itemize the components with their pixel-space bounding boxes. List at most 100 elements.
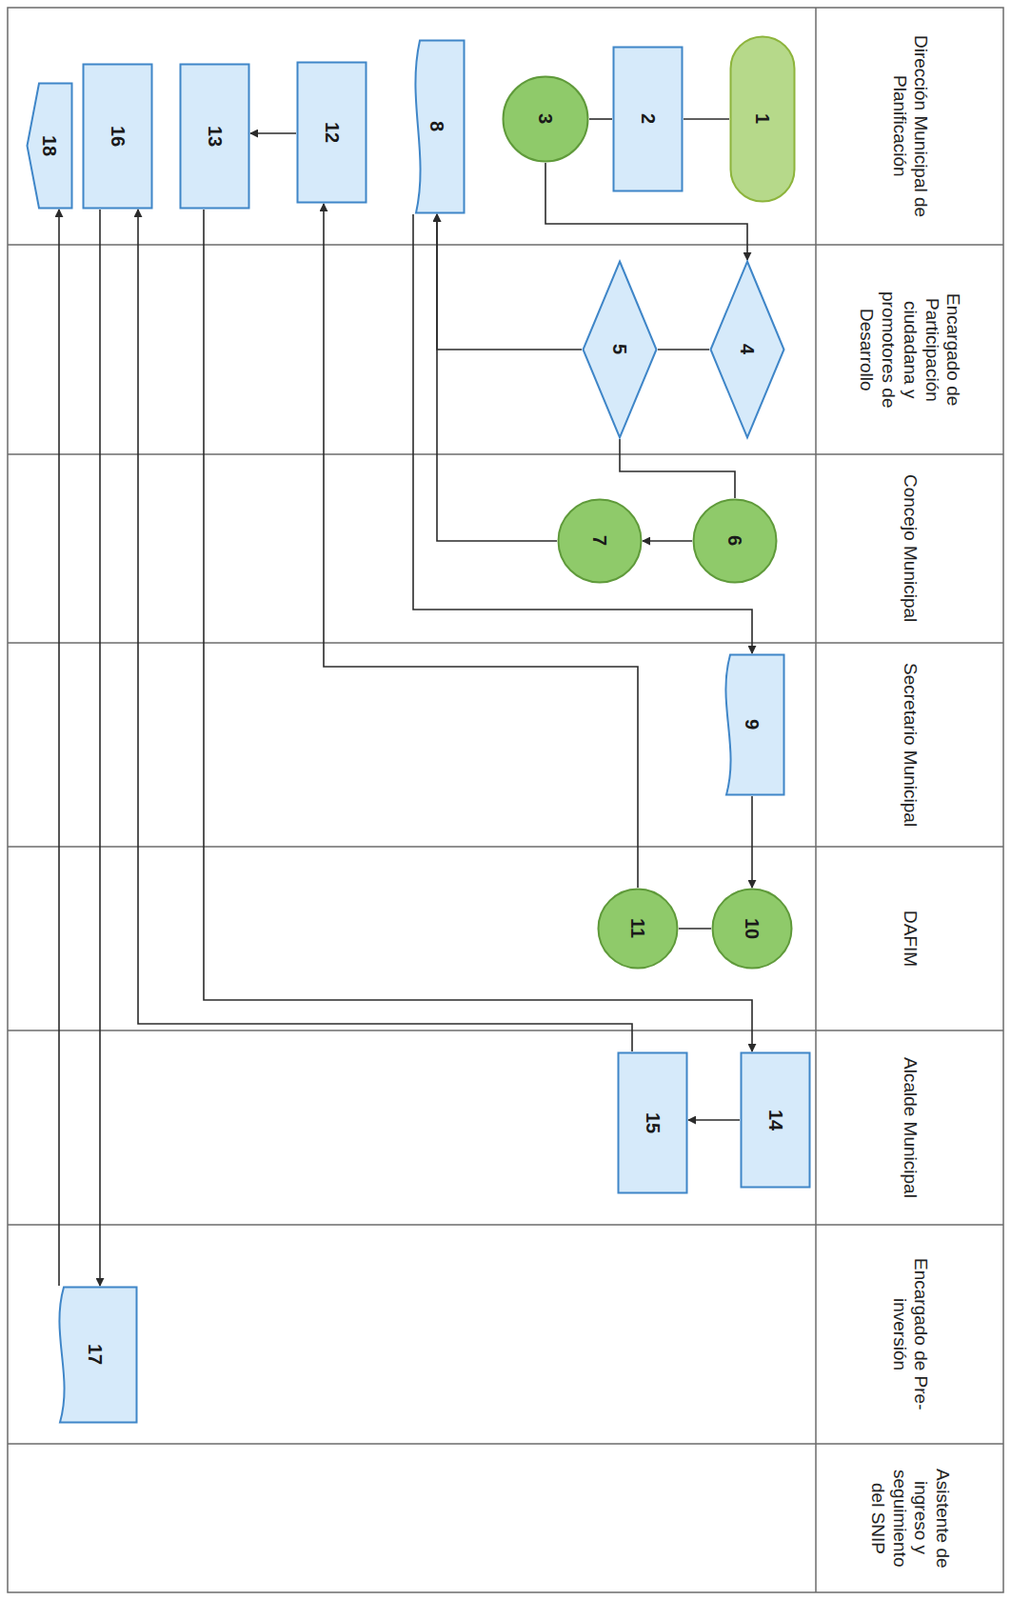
step-number: 7	[590, 535, 610, 546]
node-texts: 8	[427, 120, 447, 132]
flow-connector	[619, 438, 735, 498]
lane-header: Encargado de Pre-inversión	[815, 1224, 1004, 1444]
connector-circle: 3	[501, 75, 590, 163]
process-box: 14	[739, 1050, 812, 1189]
decision-diamond	[583, 261, 657, 438]
step-number: 17	[85, 1343, 105, 1365]
process-box	[614, 47, 683, 192]
node-texts: 6	[725, 535, 745, 546]
step-number: 5	[610, 343, 630, 355]
terminator: 1	[729, 35, 796, 203]
step-number: 2	[638, 113, 658, 124]
lane-header: Concejo Municipal	[815, 454, 1004, 643]
lane-divider	[7, 1442, 1004, 1445]
flow-connector	[203, 209, 753, 1051]
step-number: 15	[643, 1111, 663, 1133]
process-box	[618, 1052, 688, 1193]
flow-connector	[657, 348, 710, 351]
process-box: 13	[178, 62, 251, 210]
flow-connector	[99, 209, 101, 1286]
lane-header: Encargado de Participación ciudadana y p…	[815, 244, 1004, 455]
node-texts: 3	[535, 113, 556, 124]
step-number: 16	[108, 125, 128, 147]
document-box: 17	[52, 1285, 139, 1424]
node-texts: 2	[638, 113, 658, 124]
step-number: 14	[766, 1109, 786, 1130]
lane-header: DAFIM	[815, 846, 1004, 1031]
node-texts: 11	[628, 917, 648, 938]
flow-connector	[58, 209, 60, 1286]
connector-circle	[713, 889, 793, 969]
document-shape	[415, 40, 464, 214]
lane-header: Alcalde Municipal	[815, 1030, 1004, 1225]
process-box: 15	[616, 1050, 689, 1194]
lane-title: Asistente de ingreso y seguimiento del S…	[866, 1454, 953, 1581]
node-texts: 14	[766, 1109, 786, 1130]
node-texts: 12	[322, 121, 342, 143]
decision-diamond: 5	[581, 259, 658, 439]
connector-circle	[558, 499, 642, 583]
node-texts: 15	[643, 1111, 663, 1133]
step-number: 6	[725, 535, 745, 546]
process-box	[297, 62, 367, 203]
frame	[7, 7, 1004, 1592]
process-box: 2	[612, 45, 684, 193]
flow-connector	[413, 214, 753, 654]
flow-connector	[642, 539, 693, 542]
decision-diamond: 4	[709, 259, 786, 439]
process-box	[83, 64, 153, 209]
document-shape	[725, 654, 784, 795]
lane-divider	[7, 453, 1004, 456]
connector-circle	[598, 889, 678, 969]
step-number: 1	[753, 113, 773, 124]
connector-circle	[693, 499, 777, 583]
lane-divider	[7, 641, 1004, 644]
flow-connector	[323, 203, 638, 888]
decision-diamond	[711, 261, 785, 438]
lane-divider	[7, 1223, 1004, 1226]
offpage-connector	[27, 83, 73, 209]
connector-circle: 6	[692, 497, 778, 584]
flow-connector	[436, 214, 557, 541]
lane-title: Encargado de Pre-inversión	[888, 1235, 932, 1432]
connector-circle: 7	[556, 497, 643, 584]
lane-title: DAFIM	[898, 910, 921, 967]
lane-divider	[7, 243, 1004, 246]
process-box: 12	[296, 60, 368, 204]
lane-title: Dirección Municipal de Planificación	[888, 19, 932, 234]
node-texts: 16	[108, 125, 128, 147]
flow-connector	[436, 214, 582, 350]
connector-circle: 11	[596, 887, 679, 970]
document-shape	[59, 1287, 137, 1423]
lane-title: Encargado de Participación ciudadana y p…	[855, 256, 965, 443]
lane-title: Alcalde Municipal	[898, 1056, 921, 1198]
process-box: 16	[81, 62, 154, 210]
lane-divider	[7, 845, 1004, 848]
flow-connector	[250, 132, 297, 135]
document-box: 9	[718, 653, 786, 796]
lane-header: Dirección Municipal de Planificación	[815, 7, 1004, 245]
node-texts: 4	[737, 343, 757, 355]
document-box: 8	[408, 39, 466, 215]
process-box	[741, 1052, 811, 1188]
connector-circle	[503, 77, 589, 162]
flow-connector	[589, 118, 613, 120]
node-texts: 7	[590, 535, 610, 546]
terminator-shape	[731, 37, 795, 202]
step-number: 10	[742, 917, 762, 939]
flow-connector	[688, 1118, 740, 1121]
node-texts: 13	[205, 125, 225, 147]
node-texts: 9	[742, 718, 762, 730]
flow-connector	[751, 795, 754, 888]
step-number: 9	[742, 718, 762, 730]
node-texts: 5	[610, 343, 630, 355]
connector-circle: 10	[711, 887, 793, 970]
lane-title: Secretario Municipal	[898, 662, 921, 827]
lane-title: Concejo Municipal	[898, 474, 921, 622]
step-number: 12	[322, 121, 342, 143]
step-number: 8	[427, 120, 447, 132]
step-number: 4	[737, 343, 757, 355]
